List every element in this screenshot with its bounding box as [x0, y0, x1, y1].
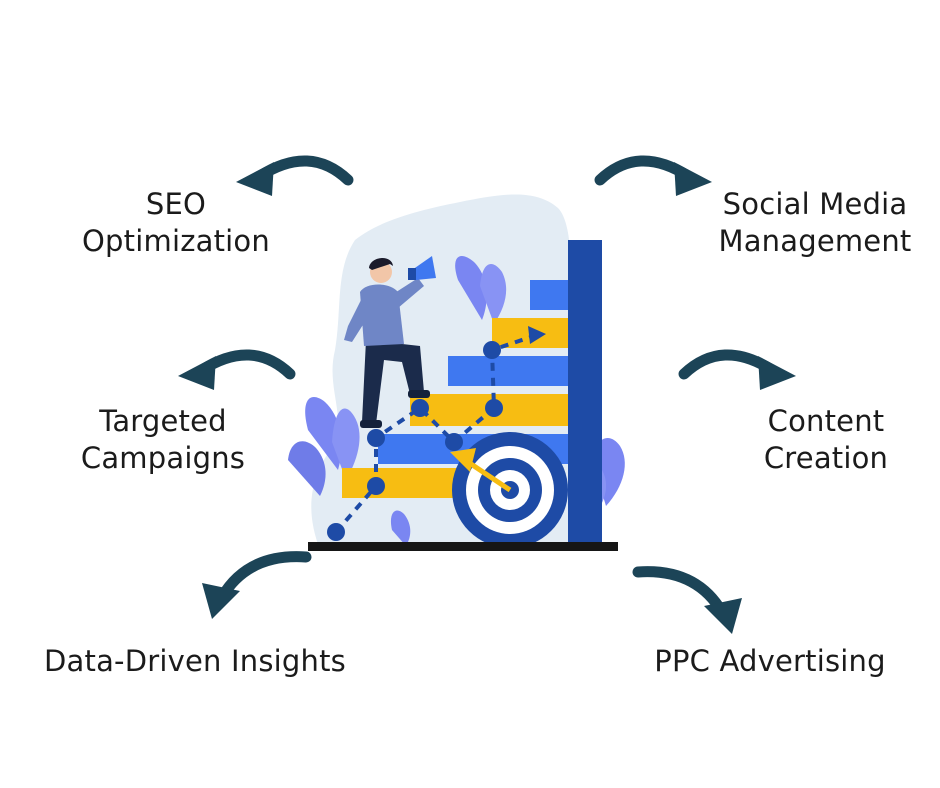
stair-step — [530, 280, 568, 310]
label-seo-optimization: SEO Optimization — [76, 186, 276, 260]
label-line: Social Media — [722, 187, 908, 221]
label-social-media-management: Social Media Management — [710, 186, 920, 260]
curved-arrow-left-icon — [236, 155, 354, 196]
label-line: Data-Driven Insights — [44, 644, 346, 678]
stair-step — [448, 356, 568, 386]
label-line: SEO — [145, 187, 207, 221]
label-targeted-campaigns: Targeted Campaigns — [70, 403, 256, 477]
curved-arrow-left-icon — [178, 349, 296, 390]
curved-arrow-down-left-icon — [202, 551, 312, 619]
growth-path-icon — [327, 326, 546, 541]
stair-step — [342, 468, 470, 498]
marketing-growth-illustration — [288, 194, 625, 551]
leaf-plant-small-icon — [390, 510, 411, 546]
label-line: Content — [767, 404, 885, 438]
label-content-creation: Content Creation — [740, 403, 912, 477]
curved-arrow-down-right-icon — [632, 566, 742, 634]
person-with-megaphone-icon — [344, 256, 436, 428]
curved-arrow-right-icon — [678, 349, 796, 390]
curved-arrow-right-icon — [594, 155, 712, 196]
bullseye-target-icon — [450, 432, 568, 548]
label-data-driven-insights: Data-Driven Insights — [30, 643, 360, 680]
label-ppc-advertising: PPC Advertising — [640, 643, 900, 680]
leaf-plant-top-icon — [455, 256, 507, 324]
label-line: PPC Advertising — [654, 644, 886, 678]
label-line: Optimization — [82, 224, 270, 258]
leaf-plant-left-icon — [288, 397, 360, 496]
label-line: Management — [718, 224, 912, 258]
tall-pillar — [568, 240, 602, 544]
label-line: Creation — [763, 441, 889, 475]
label-line: Targeted — [99, 404, 227, 438]
label-line: Campaigns — [80, 441, 246, 475]
ground-line — [308, 542, 618, 551]
